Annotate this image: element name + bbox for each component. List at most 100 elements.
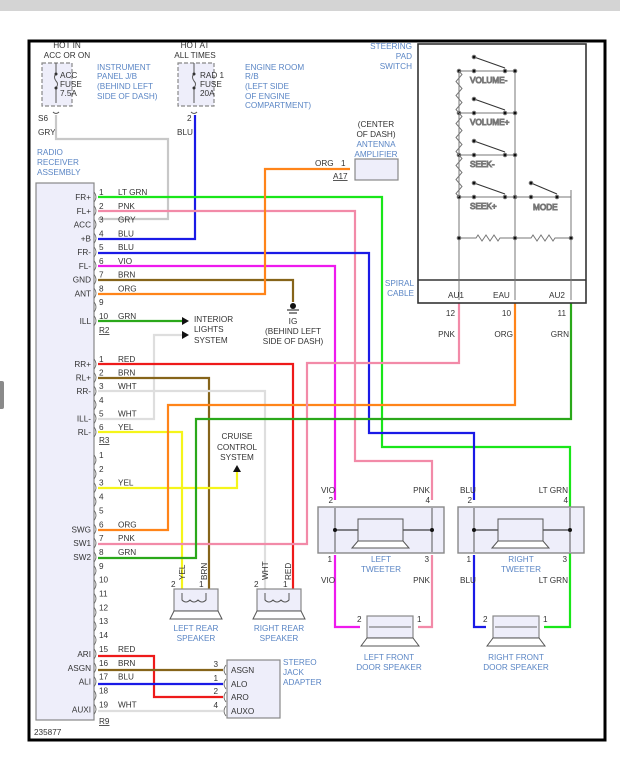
pin-wire-color: VIO (118, 257, 132, 266)
tweeter-pin: 4 (563, 496, 568, 505)
pin-name: ACC (74, 221, 91, 230)
top-toolbar-strip (0, 0, 620, 11)
pin-name: RR+ (74, 360, 91, 369)
side-panel-handle[interactable] (0, 381, 4, 409)
interior-lights-system: INTERIOR LIGHTS SYSTEM (182, 315, 233, 345)
pin-connector-icon (93, 454, 97, 466)
pin-name: RL- (78, 428, 91, 437)
pin-number: 2 (99, 369, 104, 378)
tweeter-wire: LT GRN (539, 486, 568, 495)
rear-speaker-wire: RED (284, 563, 293, 580)
jack-name-3: ADAPTER (283, 678, 322, 687)
rad-hot-label-2: ALL TIMES (174, 51, 216, 60)
wire-yel-cruise (98, 472, 239, 490)
pin-name: AUXI (72, 705, 91, 714)
pin-wire-color: WHT (118, 409, 137, 418)
pin-connector-icon (93, 482, 97, 493)
spiral-cable-1: SPIRAL (385, 279, 415, 288)
terminal-eau: EAU (493, 291, 510, 300)
switch-label: VOLUME- (470, 76, 508, 85)
acc-fuse-line-3: 7.5A (60, 89, 77, 98)
jack-name-2: JACK (283, 668, 304, 677)
interior-lights-2: LIGHTS (194, 325, 224, 334)
speaker-cone-icon (486, 637, 546, 647)
terminal-au1: AU1 (448, 291, 464, 300)
acc-wire-label: GRY (38, 128, 56, 137)
steering-switch-box (417, 43, 587, 304)
connector-icon (190, 111, 198, 114)
connector-icon (52, 111, 60, 114)
rear-speaker-wire: YEL (178, 564, 187, 580)
rad-location-1: ENGINE ROOM (245, 63, 304, 72)
pin-connector-icon (93, 288, 97, 299)
pin-connector-icon (93, 468, 97, 480)
connector-r2-label: R2 (99, 326, 110, 335)
acc-fuse-line-2: FUSE (60, 80, 82, 89)
pin-number: 2 (99, 202, 104, 211)
pin-number: 6 (99, 423, 104, 432)
pin-name: ILL- (77, 414, 91, 423)
rad-fuse-line-2: FUSE (200, 80, 222, 89)
pin-number: 3 (99, 479, 104, 488)
rad-fuse-block: HOT AT ALL TIMES RAD 1 FUSE 20A ENGINE R… (174, 41, 311, 137)
pin-connector-icon (93, 676, 97, 687)
rear-speaker-name: RIGHT REAR (254, 624, 304, 633)
pin-wire-color: WHT (118, 700, 137, 709)
pin-number: 14 (99, 631, 109, 640)
rad-fuse-line-1: RAD 1 (200, 71, 225, 80)
rad-location-5: COMPARTMENT) (245, 101, 311, 110)
rad-location-4: OF ENGINE (245, 92, 291, 101)
wire-pnk-left-door (418, 555, 434, 629)
tweeter-wire: PNK (413, 486, 430, 495)
pin-number: 18 (99, 686, 109, 695)
pin-number: 10 (99, 312, 109, 321)
antenna-location-1: (CENTER (358, 120, 394, 129)
rear-speaker-name: LEFT REAR (174, 624, 219, 633)
acc-pin-label: S6 (38, 114, 48, 123)
wire-red-ari (98, 654, 223, 699)
pin-name: FL+ (77, 207, 92, 216)
pin-wire-color: PNK (118, 534, 135, 543)
radio-title-1: RADIO (37, 148, 63, 157)
tweeter-wire: LT GRN (539, 576, 568, 585)
pin-connector-icon (93, 496, 97, 507)
stereo-jack-box (226, 659, 281, 719)
antenna-location-2: OF DASH) (356, 130, 395, 139)
wire-blu-battery (98, 115, 197, 241)
tweeter-name: RIGHT (508, 555, 533, 564)
pin-number: 16 (99, 659, 109, 668)
wires (54, 115, 573, 713)
rear-speaker-pin: 1 (283, 580, 288, 589)
acc-location-2: PANEL J/B (97, 72, 138, 81)
ground-id: IG (289, 317, 298, 326)
tweeter-wire: VIO (321, 486, 335, 495)
acc-hot-label-2: ACC OR ON (44, 51, 90, 60)
wire-gry-acc (54, 115, 170, 221)
pin-wire-color: GRN (118, 548, 136, 557)
pin-connector-icon (93, 690, 97, 701)
jack-pin-number: 1 (213, 674, 218, 683)
rear-speaker-box (173, 588, 219, 612)
door-speaker-pin: 1 (543, 615, 548, 624)
wire-brn-gnd (98, 278, 295, 302)
antenna-pin-label: 1 (341, 159, 346, 168)
arrow-right-icon (182, 317, 189, 325)
tweeter-pin: 2 (328, 496, 333, 505)
door-speaker-pin: 2 (483, 615, 488, 624)
pin-number: 7 (99, 534, 104, 543)
pin-name: ANT (75, 289, 91, 298)
steering-title-3: SWITCH (380, 62, 412, 71)
antenna-amplifier-box (354, 158, 399, 181)
pin-number: 1 (99, 188, 104, 197)
pin-wire-color: BLU (118, 673, 134, 682)
rad-hot-label-1: HOT AT (181, 41, 210, 50)
pin-number: 5 (99, 243, 104, 252)
rear-speaker-box (256, 588, 302, 612)
pin-connector-icon (93, 301, 97, 313)
tweeter-wire: VIO (321, 576, 335, 585)
antenna-amplifier: (CENTER OF DASH) ANTENNA AMPLIFIER ORG 1… (315, 120, 399, 181)
pin-wire-color: BRN (118, 659, 135, 668)
antenna-wire-label: ORG (315, 159, 334, 168)
